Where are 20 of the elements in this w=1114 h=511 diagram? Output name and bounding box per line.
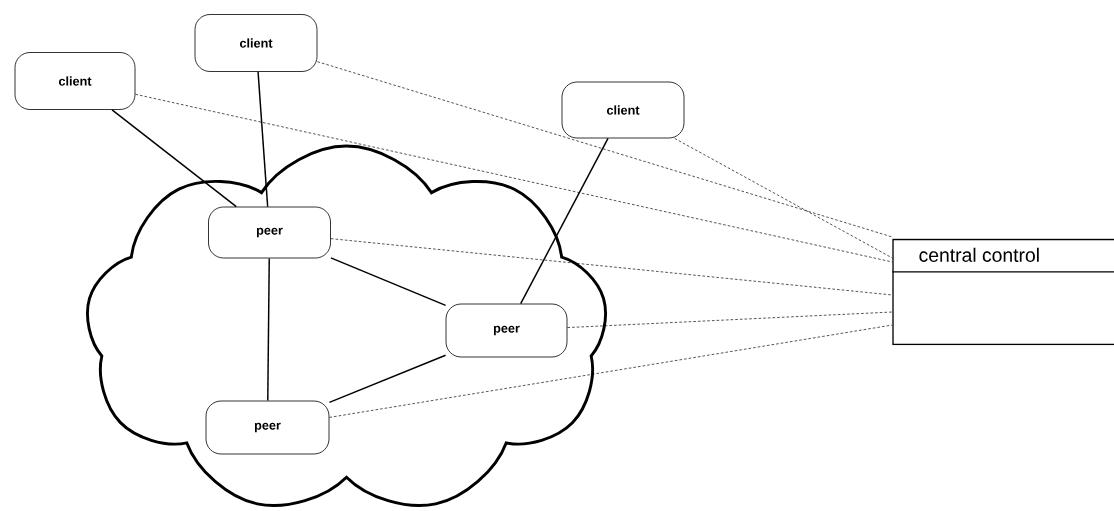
- dashed-line: [567, 311, 893, 328]
- connector-line: [267, 257, 270, 402]
- connector-line: [257, 71, 269, 208]
- dashed-line: [330, 238, 893, 296]
- dashed-line: [329, 324, 893, 418]
- rounded-box: peer: [445, 303, 568, 358]
- connector-line: [328, 354, 447, 404]
- rounded-box: client: [194, 14, 318, 72]
- dashed-line: [317, 61, 893, 238]
- cloud-outline: [86, 144, 607, 507]
- dashed-line: [135, 93, 893, 263]
- connector-line: [111, 109, 238, 208]
- rounded-box: client: [14, 52, 136, 110]
- dashed-line: [674, 138, 893, 259]
- central-control-box: central control: [891, 238, 1114, 346]
- rounded-box: peer: [205, 400, 330, 455]
- rounded-box: peer: [208, 206, 331, 259]
- connector-line: [330, 257, 447, 307]
- connector-line: [519, 137, 609, 305]
- rounded-box: client: [561, 81, 685, 139]
